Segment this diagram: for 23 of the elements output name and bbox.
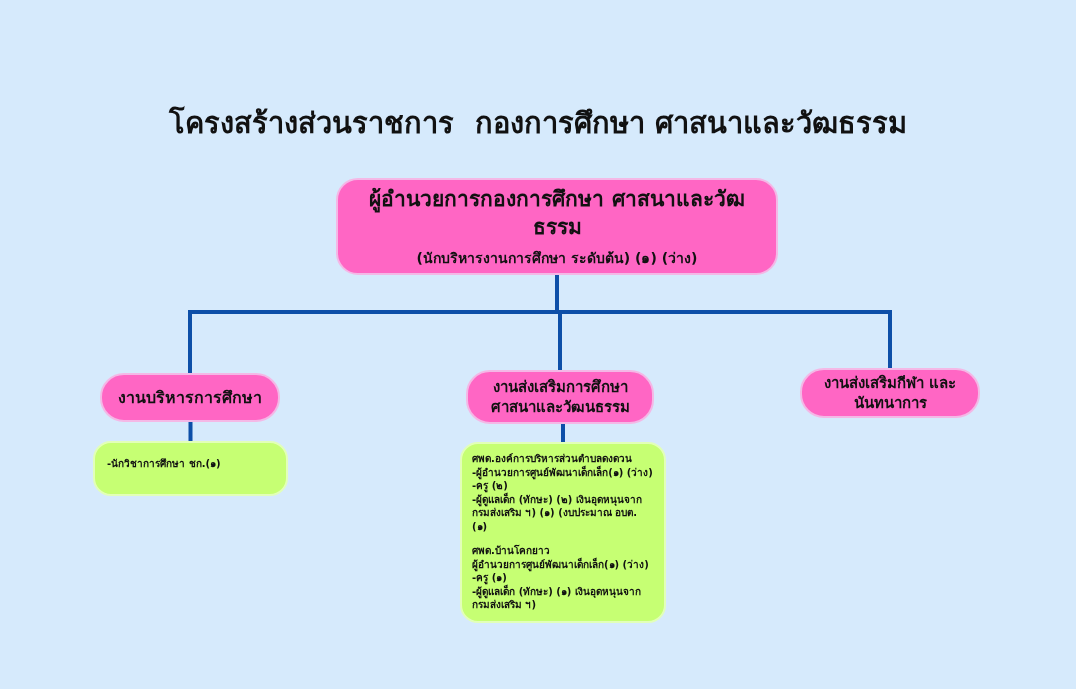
staff-line: -ครู (๒): [472, 480, 508, 493]
staff-list-box: [460, 442, 666, 623]
unit-name: งานส่งเสริมการศึกษา ศาสนาและวัฒนธรรม: [489, 376, 631, 418]
staff-line: ศพด.บ้านโคกยาว: [472, 544, 550, 557]
diagram-title: โครงสร้างส่วนราชการ กองการศึกษา ศาสนาและวัฒธรรม: [168, 105, 908, 142]
unit-box: [100, 373, 280, 422]
unit-box: [800, 368, 980, 418]
connector-line: [561, 424, 565, 442]
staff-line: -ผู้ดูแลเด็ก (ทักษะ) (๒) เงินอุดหนุนจาก กรมส่งเสริม ฯ) (๑) (งบประมาณ อบต. (๑): [472, 492, 643, 533]
staff-line: -นักวิชาการศึกษา ชก.(๑): [107, 457, 221, 471]
staff-line: -ผู้ดูแลเด็ก (ทักษะ) (๑) เงินอุดหนุนจาก กรมส่งเสริม ฯ): [472, 584, 642, 612]
staff-list-box: [93, 441, 288, 496]
unit-name: งานส่งเสริมกีฬา และนันทนาการ: [822, 372, 958, 414]
staff-line: -ครู (๑): [472, 572, 507, 585]
connector-line: [188, 422, 193, 441]
unit-name: งานบริหารการศึกษา: [118, 386, 262, 409]
unit-name: ผู้อำนวยการกองการศึกษา ศาสนาและวัฒธรรม: [368, 185, 746, 242]
position-subtitle: (นักบริหารงานการศึกษา ระดับต้น) (๑) (ว่าง): [416, 249, 698, 269]
staff-line: ศพด.องค์การบริหารส่วนตำบลดงดวน: [472, 452, 632, 465]
staff-line: ผู้อำนวยการศูนย์พัฒนาเด็กเล็ก(๑) (ว่าง): [472, 557, 649, 571]
staff-line: -ผู้อำนวยการศูนย์พัฒนาเด็กเล็ก(๑) (ว่าง): [472, 465, 653, 479]
unit-box: [336, 178, 778, 275]
unit-box: [466, 370, 654, 424]
